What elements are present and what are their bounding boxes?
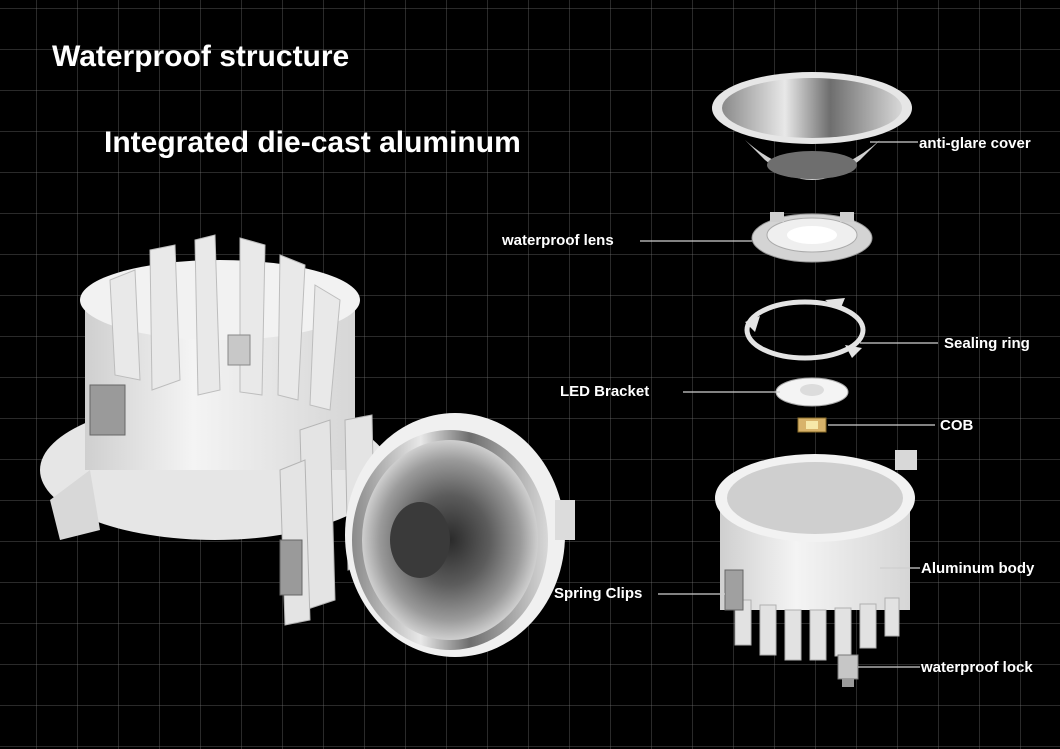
title-die-cast-aluminum: Integrated die-cast aluminum xyxy=(104,126,521,159)
label-aluminum-body: Aluminum body xyxy=(921,560,1035,577)
leader-lines xyxy=(640,141,938,668)
front-fixture xyxy=(279,413,575,657)
waterproof-lens xyxy=(751,212,873,263)
waterproof-lock xyxy=(837,654,859,687)
label-cob: COB xyxy=(940,417,974,434)
cob-chip xyxy=(797,417,827,433)
title-waterproof-structure: Waterproof structure xyxy=(52,40,350,73)
sealing-ring xyxy=(744,298,866,361)
aluminum-body xyxy=(715,450,917,661)
label-led-bracket: LED Bracket xyxy=(560,383,650,400)
anti-glare-cover xyxy=(712,72,912,180)
rear-fixture xyxy=(40,234,390,540)
label-sealing-ring: Sealing ring xyxy=(944,335,1030,352)
label-waterproof-lens: waterproof lens xyxy=(502,232,614,249)
label-spring-clips: Spring Clips xyxy=(554,585,643,602)
label-anti-glare-cover: anti-glare cover xyxy=(919,135,1031,152)
led-bracket xyxy=(775,377,849,407)
label-waterproof-lock: waterproof lock xyxy=(921,659,1033,676)
